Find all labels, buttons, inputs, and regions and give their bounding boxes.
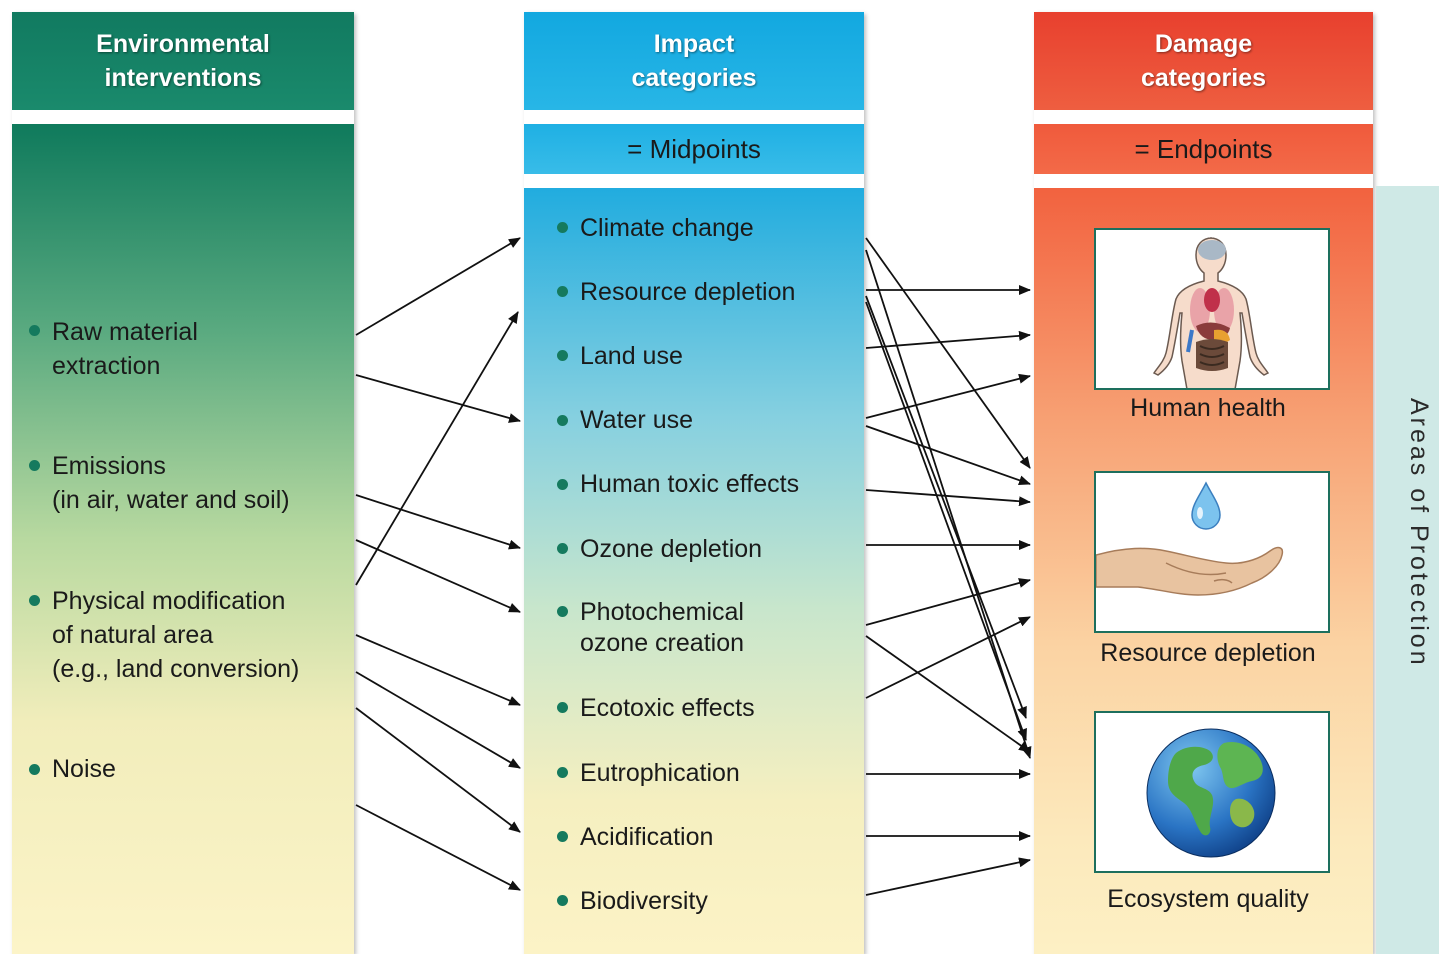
human-body-organs-icon [1152, 237, 1270, 396]
damage-human-health: Human health [1130, 394, 1286, 422]
arrow-physical-to-eutrophication [355, 671, 521, 769]
bullet-icon [557, 543, 568, 554]
midpoints-subheader: = Midpoints [524, 124, 864, 174]
arrow-water-use-to-human [865, 425, 1031, 486]
arrow-resource-to-ecosystem-a [865, 295, 1027, 719]
interventions-body [12, 124, 354, 954]
arrow-physical-to-ecotoxic [355, 634, 521, 706]
bullet-icon [557, 286, 568, 297]
damage-ecosystem-quality: Ecosystem quality [1107, 885, 1309, 913]
arrow-noise-to-biodiversity [355, 804, 521, 891]
intervention-emissions: Emissions (in air, water and soil) [52, 449, 290, 517]
human-health-panel [1094, 228, 1330, 396]
impact-climate-change: Climate change [580, 214, 754, 242]
impact-label: Photochemical [580, 598, 744, 626]
impact-photochemical: Photochemical ozone creation [580, 597, 744, 659]
impact-title-line1: Impact [653, 30, 735, 58]
damage-resource-depletion: Resource depletion [1100, 639, 1316, 667]
hand-water-drop-icon [1095, 481, 1284, 596]
globe-icon [1146, 728, 1276, 858]
impact-eutrophication: Eutrophication [580, 759, 740, 787]
intervention-noise: Noise [52, 752, 116, 786]
impact-ecotoxic: Ecotoxic effects [580, 694, 755, 722]
bullet-icon [557, 831, 568, 842]
arrow-water-use-to-resource [865, 373, 1031, 419]
impact-biodiversity: Biodiversity [580, 887, 708, 915]
damage-header: Damage categories [1034, 12, 1373, 110]
impact-ozone-depletion: Ozone depletion [580, 535, 763, 563]
arrow-climate-to-ecosystem [865, 249, 1032, 759]
bullet-icon [557, 606, 568, 617]
intervention-label: (in air, water and soil) [52, 486, 290, 514]
impact-body [524, 188, 864, 954]
intervention-label: Raw material [52, 318, 198, 346]
impact-header: Impact categories [524, 12, 864, 110]
bullet-icon [557, 895, 568, 906]
arrow-emissions-to-photochemical [355, 539, 521, 613]
intervention-label: Noise [52, 755, 116, 783]
bullet-icon [557, 350, 568, 361]
interventions-title-line2: interventions [104, 64, 262, 92]
resource-depletion-panel [1094, 471, 1330, 633]
arrow-photochemical-to-human [865, 578, 1031, 626]
bullet-icon [29, 325, 40, 336]
impact-land-use: Land use [580, 342, 683, 370]
intervention-physical-modification: Physical modification of natural area (e… [52, 584, 299, 686]
intervention-label: extraction [52, 352, 161, 380]
bullet-icon [29, 595, 40, 606]
bullet-icon [29, 460, 40, 471]
ecosystem-quality-panel [1094, 711, 1330, 873]
endpoints-subheader: = Endpoints [1034, 124, 1373, 174]
arrow-biodiversity-to-ecosystem [865, 857, 1031, 896]
intervention-raw-material: Raw material extraction [52, 315, 198, 383]
impact-resource-depletion: Resource depletion [580, 278, 796, 306]
intervention-label: of natural area [52, 621, 214, 649]
interventions-header: Environmental interventions [12, 12, 354, 110]
arrow-climate-to-human [865, 237, 1031, 469]
bullet-icon [557, 767, 568, 778]
bullet-icon [557, 222, 568, 233]
arrow-resource-to-ecosystem-b [865, 301, 1027, 741]
intervention-label: (e.g., land conversion) [52, 655, 300, 683]
arrow-raw-material-to-water-use [355, 374, 521, 423]
intervention-label: Emissions [52, 452, 166, 480]
impact-column: Impact categories = Midpoints [524, 12, 864, 954]
impact-title-line2: categories [631, 64, 757, 92]
interventions-column: Environmental interventions [12, 12, 354, 954]
areas-of-protection-label: Areas of Protection [1405, 398, 1433, 668]
bullet-icon [29, 764, 40, 775]
arrow-human-toxic-to-human [865, 489, 1031, 507]
arrow-photochemical-to-ecosystem [865, 635, 1031, 753]
impact-water-use: Water use [580, 406, 694, 434]
damage-title-line1: Damage [1154, 30, 1253, 58]
damage-title-line2: categories [1140, 64, 1267, 92]
arrow-physical-to-acidification [355, 707, 521, 833]
interventions-title-line1: Environmental [96, 30, 270, 58]
arrow-ecotoxic-to-resource [865, 616, 1031, 699]
bullet-icon [557, 479, 568, 490]
areas-of-protection-band [1376, 186, 1439, 954]
bullet-icon [557, 702, 568, 713]
intervention-label: Physical modification [52, 587, 286, 615]
arrow-land-use-to-resource [865, 330, 1031, 349]
arrow-physical-to-resource [355, 311, 519, 586]
impact-human-toxic: Human toxic effects [580, 470, 800, 498]
arrow-emissions-to-ozone [355, 494, 521, 550]
impact-label: ozone creation [580, 629, 745, 657]
arrow-raw-material-to-climate [355, 237, 521, 336]
bullet-icon [557, 415, 568, 426]
impact-acidification: Acidification [580, 823, 714, 851]
